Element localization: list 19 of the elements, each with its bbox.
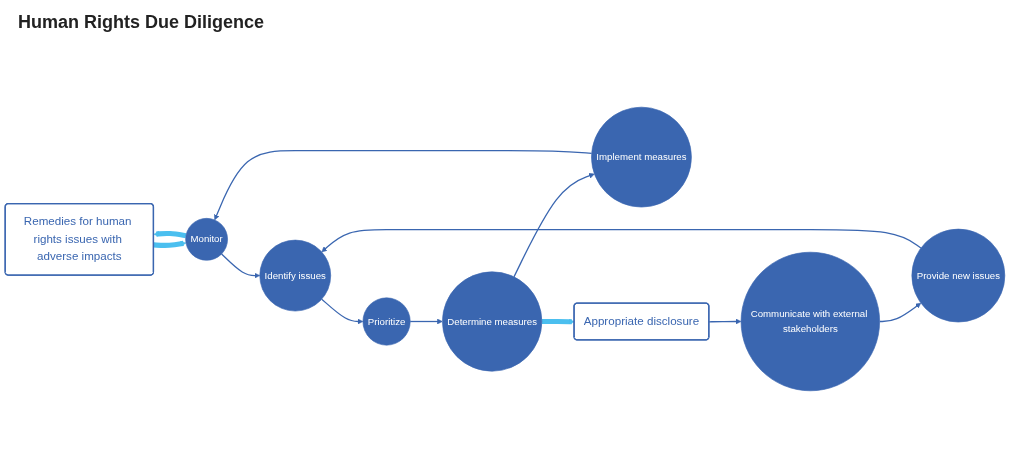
arrow bbox=[153, 240, 187, 248]
arrow bbox=[708, 318, 742, 325]
arrow bbox=[409, 318, 443, 325]
diagram-title: Human Rights Due Diligence bbox=[18, 12, 265, 33]
arrow bbox=[321, 229, 922, 253]
arrow bbox=[321, 298, 364, 325]
arrow bbox=[220, 253, 261, 279]
node-circle: Determine measures bbox=[442, 271, 543, 372]
node-circle: Provide new issues bbox=[911, 228, 1006, 323]
arrow bbox=[214, 150, 593, 221]
node-circle: Identify issues bbox=[259, 239, 332, 312]
node-circle: Monitor bbox=[185, 218, 228, 261]
node-circle: Prioritize bbox=[362, 297, 411, 346]
arrow bbox=[153, 230, 187, 239]
arrow bbox=[541, 318, 575, 325]
node-circle: Communicate with external stakeholders bbox=[740, 251, 880, 392]
arrow bbox=[513, 173, 595, 278]
node-circle: Implement measures bbox=[591, 106, 692, 208]
arrow bbox=[879, 302, 922, 323]
